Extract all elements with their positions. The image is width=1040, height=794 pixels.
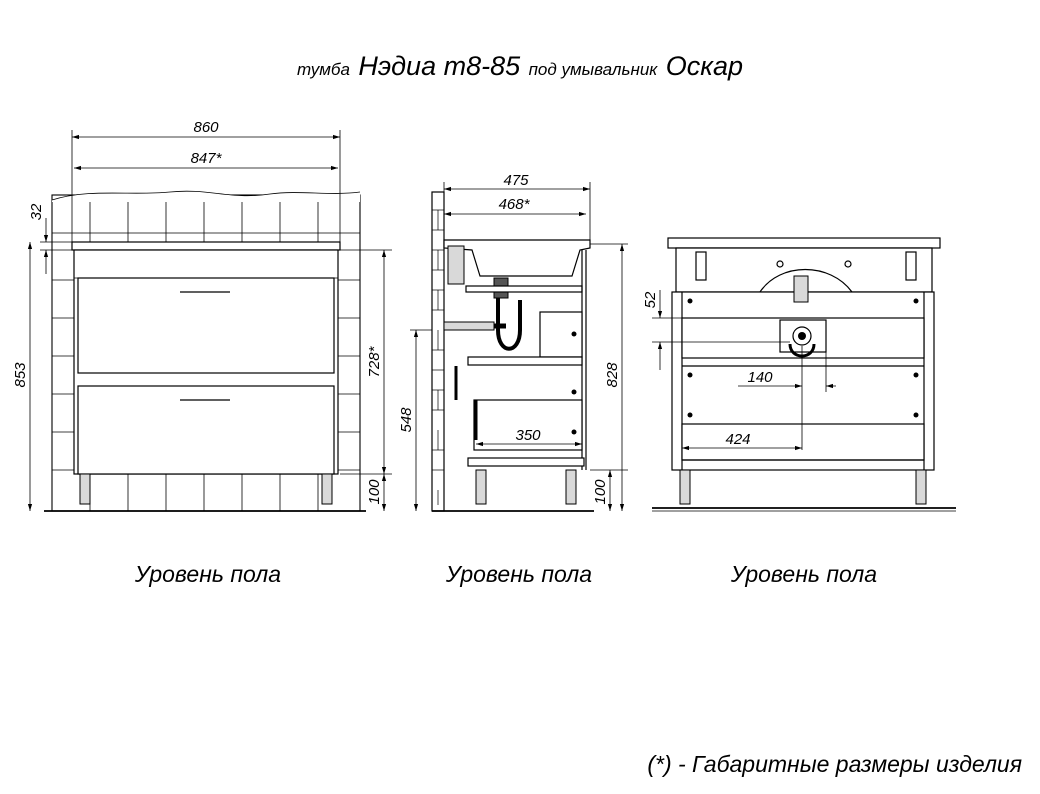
back-dim-offset-small: 140: [747, 369, 773, 386]
side-cabinet: [454, 250, 587, 505]
front-cabinet: [71, 241, 341, 505]
front-dim-top: 32: [28, 203, 45, 220]
title-model: Нэдиа т8-85: [358, 51, 521, 81]
side-dim-depth-total: 475: [503, 172, 529, 189]
title: тумба Нэдиа т8-85 под умывальник Оскар: [297, 51, 743, 81]
back-basin: [667, 237, 941, 293]
back-view: 52 140 424 Уровень пола: [642, 237, 956, 587]
back-dim-cutout: 52: [642, 291, 659, 308]
front-dim-height-total: 853: [12, 362, 29, 388]
front-view: 860 847* 32 853 728* 100 Уровень пола: [12, 119, 392, 587]
front-dim-legs: 100: [366, 479, 383, 505]
side-dim-height: 828: [604, 362, 621, 388]
side-dim-drain-height: 548: [398, 407, 415, 433]
front-dim-right: 728* 100: [340, 249, 392, 511]
title-sink: Оскар: [666, 51, 743, 81]
side-dim-drawer-depth: 350: [515, 427, 541, 444]
footnote: (*) - Габаритные размеры изделия: [647, 751, 1022, 777]
side-dim-legs: 100: [592, 479, 609, 505]
side-floor-label: Уровень пола: [445, 561, 592, 587]
front-dim-width-total: 860: [193, 119, 219, 136]
front-dim-width: 860 847*: [71, 119, 341, 242]
back-floor-label: Уровень пола: [730, 561, 877, 587]
title-prefix: тумба: [297, 60, 350, 79]
side-dim-depth-body: 468*: [499, 196, 531, 213]
front-dim-left: 32 853: [12, 203, 72, 511]
back-dim-offset-large: 424: [725, 431, 750, 448]
back-dims: 52 140 424: [642, 290, 836, 451]
side-siphon: [443, 298, 522, 351]
side-dims: 475 468* 548 350 828 100: [398, 172, 628, 511]
title-middle: под умывальник: [529, 60, 659, 79]
front-floor-label: Уровень пола: [134, 561, 281, 587]
front-dim-width-body: 847*: [191, 150, 223, 167]
front-dim-height-body: 728*: [366, 345, 383, 377]
back-cabinet: [671, 275, 935, 505]
side-wall: [431, 191, 445, 512]
side-view: 475 468* 548 350 828 100 Уровень пола: [398, 172, 628, 587]
